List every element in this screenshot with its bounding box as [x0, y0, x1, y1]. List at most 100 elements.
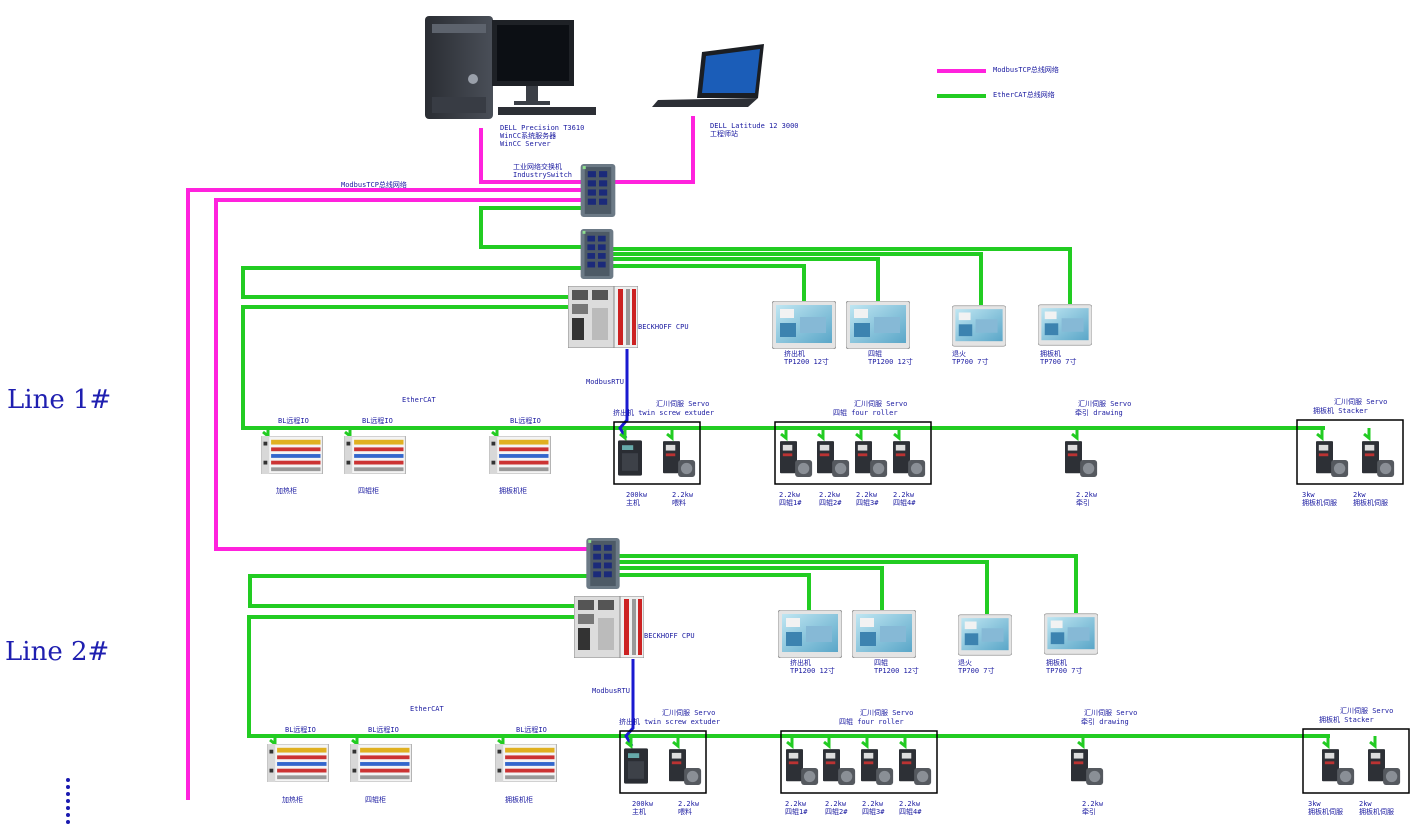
- hmi-panel-4[interactable]: [1038, 304, 1092, 346]
- servo-drive-1-2[interactable]: [663, 441, 696, 477]
- beckhoff-cpu[interactable]: [568, 286, 638, 348]
- line1-title: Line 1#: [7, 385, 111, 415]
- modbus-trunk-outer: [186, 188, 590, 800]
- drive-name-2-1: 四辊1#: [785, 807, 808, 816]
- servo-drive-1-2[interactable]: [669, 749, 702, 785]
- hmi-panel-3[interactable]: [952, 305, 1006, 347]
- servo-drive-2-4[interactable]: [893, 441, 926, 477]
- remote-io-module-1[interactable]: [261, 436, 323, 474]
- drive-name-2-3: 四辊3#: [856, 498, 879, 507]
- servo-drive-2-3[interactable]: [861, 749, 894, 785]
- hmi-label-3-model: TP700 7寸: [958, 666, 995, 675]
- servo-drive-3-1[interactable]: [1065, 441, 1098, 477]
- servo-group-head-1-b: 挤出机 twin screw extuder: [619, 717, 720, 726]
- modbus-tcp-label: ModbusTCP总线网络: [341, 180, 407, 189]
- ethercat-l1-hmi4: [612, 264, 806, 301]
- industry-switch[interactable]: [580, 164, 616, 217]
- hmi-panel-2[interactable]: [852, 610, 916, 658]
- io-bottom-label-2: 四辊柜: [358, 486, 379, 495]
- workstation-tower: [425, 16, 493, 119]
- io-top-label-3: BL远程IO: [510, 416, 541, 425]
- drive-drop-1-1: [625, 736, 633, 750]
- workstation[interactable]: DELL Precision T3610 WinCC系统服务器 WinCC Se…: [425, 16, 596, 148]
- drive-drop-1-2: [672, 736, 680, 750]
- servo-drive-2-2[interactable]: [823, 749, 856, 785]
- drive-power-4-2: 2kw: [1359, 800, 1372, 808]
- cabling: [186, 116, 1330, 800]
- remote-io-module-3[interactable]: [489, 436, 551, 474]
- drive-power-4-1: 3kw: [1302, 491, 1315, 499]
- drive-name-2-2: 四辊2#: [825, 807, 848, 816]
- laptop-label-1: DELL Latitude 12 3000: [710, 122, 799, 130]
- servo-group-head-4-b: 拥板机 Stacker: [1319, 715, 1374, 724]
- servo-drive-4-2[interactable]: [1368, 749, 1401, 785]
- remote-io-module-2[interactable]: [350, 744, 412, 782]
- servo-drive-4-1[interactable]: [1322, 749, 1355, 785]
- servo-drive-2-2[interactable]: [817, 441, 850, 477]
- drive-name-4-1: 拥板机伺服: [1308, 807, 1343, 816]
- drive-power-2-2: 2.2kw: [819, 491, 841, 499]
- laptop[interactable]: DELL Latitude 12 3000 工程师站: [652, 44, 799, 138]
- io-bottom-label-3: 拥板机柜: [499, 486, 527, 495]
- switch-line1[interactable]: [580, 229, 614, 279]
- drive-name-1-2: 喂料: [672, 498, 686, 507]
- servo-drive-2-1[interactable]: [786, 749, 819, 785]
- hmi-panel-1[interactable]: [772, 301, 836, 349]
- servo-drive-3-1[interactable]: [1071, 749, 1104, 785]
- remote-io-module-1[interactable]: [267, 744, 329, 782]
- servo-group-box-2: [780, 730, 938, 794]
- drive-drop-2-4: [899, 736, 907, 750]
- hmi-panel-2[interactable]: [846, 301, 910, 349]
- drive-drop-2-1: [786, 736, 794, 750]
- servo-group-head-3-b: 牵引 drawing: [1075, 408, 1123, 417]
- switch-label-1: 工业网络交换机: [513, 162, 562, 171]
- servo-group-box-2: [774, 421, 932, 485]
- drive-drop-3-1: [1071, 428, 1079, 442]
- remote-io-module-3[interactable]: [495, 744, 557, 782]
- servo-group-head-2-b: 四辊 four roller: [839, 717, 904, 726]
- drive-power-4-1: 3kw: [1308, 800, 1321, 808]
- servo-drive-4-1[interactable]: [1316, 441, 1349, 477]
- drive-name-1-1: 主机: [632, 807, 646, 816]
- hmi-panel-1[interactable]: [778, 610, 842, 658]
- hmi-panel-4[interactable]: [1044, 613, 1098, 655]
- remote-io-module-2[interactable]: [344, 436, 406, 474]
- drive-drop-2-4: [893, 428, 901, 442]
- drive-power-4-2: 2kw: [1353, 491, 1366, 499]
- servo-group-head-2-a: 汇川伺服 Servo: [860, 708, 913, 717]
- servo-drive-4-2[interactable]: [1362, 441, 1395, 477]
- drive-power-1-2: 2.2kw: [672, 491, 694, 499]
- drive-power-2-1: 2.2kw: [785, 800, 807, 808]
- switch-line2[interactable]: [586, 538, 620, 589]
- vfd-drive-1-1[interactable]: [624, 748, 648, 784]
- ethercat-l2-hmi2: [618, 560, 989, 614]
- io-top-label-1: BL远程IO: [278, 416, 309, 425]
- servo-group-head-1-b: 挤出机 twin screw extuder: [613, 408, 714, 417]
- workstation-label-2: WinCC系统服务器: [500, 131, 556, 140]
- vfd-drive-1-1[interactable]: [618, 440, 642, 476]
- drive-power-3-1: 2.2kw: [1082, 800, 1104, 808]
- servo-drive-2-1[interactable]: [780, 441, 813, 477]
- io-bottom-label-2: 四辊柜: [365, 795, 386, 804]
- servo-drive-2-3[interactable]: [855, 441, 888, 477]
- servo-group-head-4-a: 汇川伺服 Servo: [1340, 706, 1393, 715]
- ethercat-l1-uplink: [479, 206, 588, 249]
- modbus-laptop-link: [612, 116, 695, 184]
- legend-ethercat-label: EtherCAT总线网络: [993, 90, 1055, 99]
- drive-name-2-2: 四辊2#: [819, 498, 842, 507]
- io-top-label-2: BL远程IO: [362, 416, 393, 425]
- io-top-label-1: BL远程IO: [285, 725, 316, 734]
- hmi-label-3-model: TP700 7寸: [952, 357, 989, 366]
- hmi-label-2-name: 四辊: [868, 349, 882, 358]
- drive-power-1-1: 200kw: [632, 800, 654, 808]
- drive-name-2-4: 四辊4#: [899, 807, 922, 816]
- drive-power-2-1: 2.2kw: [779, 491, 801, 499]
- beckhoff-cpu[interactable]: [574, 596, 644, 658]
- workstation-label-3: WinCC Server: [500, 140, 551, 148]
- drive-name-2-1: 四辊1#: [779, 498, 802, 507]
- cpu-label: BECKHOFF CPU: [644, 632, 695, 640]
- workstation-label-1: DELL Precision T3610: [500, 124, 584, 132]
- hmi-panel-3[interactable]: [958, 614, 1012, 656]
- servo-drive-2-4[interactable]: [899, 749, 932, 785]
